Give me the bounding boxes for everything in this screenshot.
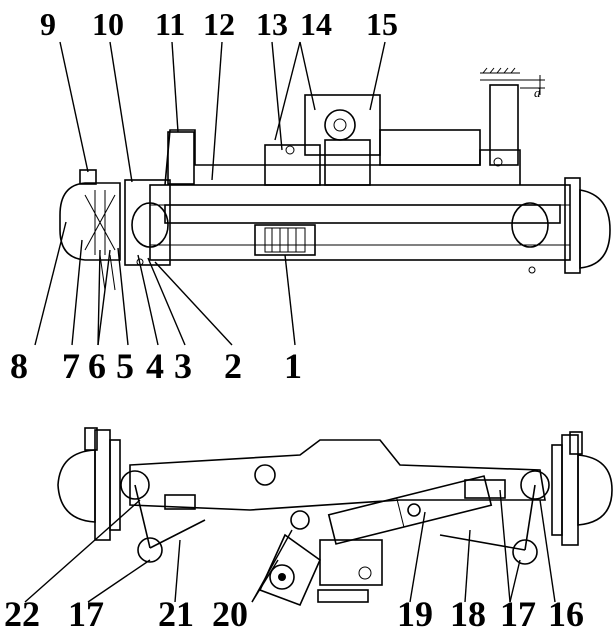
bracket-pin — [324, 109, 356, 141]
label-3: 3 — [174, 346, 192, 386]
label-6: 6 — [88, 346, 106, 386]
ball-joint-right — [511, 202, 549, 248]
left-pivot — [120, 470, 150, 500]
label-14: 14 — [300, 6, 332, 42]
label-18: 18 — [450, 594, 486, 634]
label-22: 22 — [4, 594, 40, 634]
right-knuckle — [564, 177, 581, 274]
label-20: 20 — [212, 594, 248, 634]
left-tie-rod-end — [137, 537, 163, 563]
clamp-block — [264, 144, 321, 186]
upper-axle-view — [59, 67, 611, 291]
right-drum-lower — [577, 454, 613, 526]
label-17-left: 17 — [68, 594, 104, 634]
label-2: 2 — [224, 346, 242, 386]
tie-rod — [164, 204, 561, 224]
left-hub — [59, 182, 121, 261]
steering-cylinder — [327, 475, 493, 545]
label-5: 5 — [116, 346, 134, 386]
central-bracket — [304, 94, 381, 156]
label-9: 9 — [40, 6, 56, 42]
left-drum-lower — [57, 449, 96, 523]
label-7: 7 — [62, 346, 80, 386]
upper-frame — [164, 129, 521, 186]
label-1: 1 — [284, 346, 302, 386]
label-4: 4 — [146, 346, 164, 386]
right-pivot — [520, 470, 550, 500]
label-16: 16 — [548, 594, 584, 634]
label-12: 12 — [203, 6, 235, 42]
lower-leader-lines — [24, 489, 556, 603]
label-21: 21 — [158, 594, 194, 634]
upper-leader-lines — [34, 41, 386, 346]
lower-axle-view — [57, 427, 613, 607]
right-post — [489, 84, 519, 166]
lower-clamp — [254, 224, 316, 256]
right-tie-rod-end — [512, 539, 538, 565]
label-8: 8 — [10, 346, 28, 386]
label-15: 15 — [366, 6, 398, 42]
label-13: 13 — [256, 6, 288, 42]
ball-joint-left — [131, 202, 169, 248]
label-11: 11 — [155, 6, 186, 42]
right-brake-drum — [579, 189, 611, 269]
dimension-label: d — [534, 85, 541, 100]
label-10: 10 — [92, 6, 124, 42]
steering-bracket — [319, 539, 383, 586]
left-knuckle — [124, 179, 171, 266]
label-17-right: 17 — [500, 594, 536, 634]
lower-main-arm — [129, 439, 546, 511]
label-19: 19 — [397, 594, 433, 634]
